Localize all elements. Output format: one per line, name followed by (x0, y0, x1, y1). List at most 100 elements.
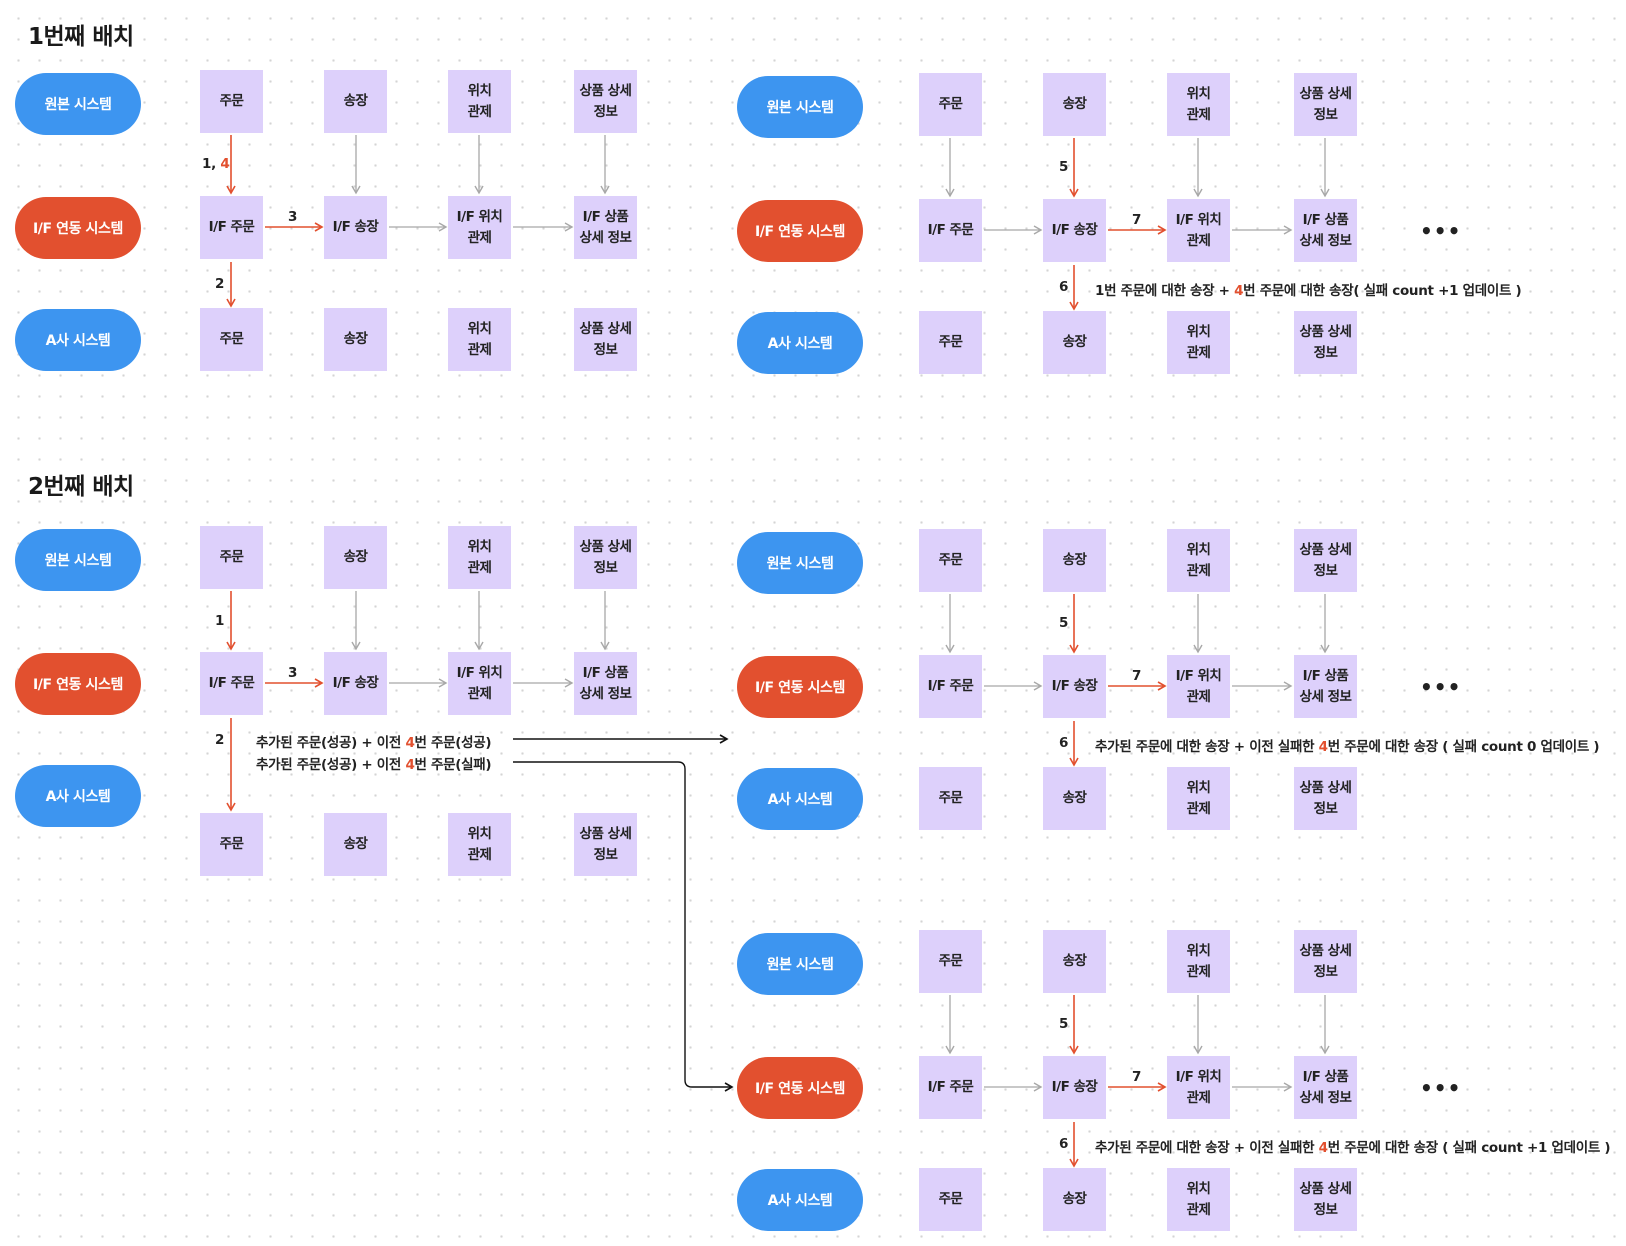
note-text: 번 주문에 대한 송장 ( 실패 count 0 업데이트 ) (1327, 739, 1600, 755)
interface-system-pill: I/F 연동 시스템 (15, 197, 141, 259)
step-label-5: 5 (1059, 615, 1069, 631)
note-text: 추가된 주문에 대한 송장 + 이전 실패한 (1095, 739, 1319, 755)
a-invoice-box: 송장 (1043, 311, 1106, 374)
success-note: 추가된 주문에 대한 송장 + 이전 실패한 4번 주문에 대한 송장 ( 실패… (1095, 735, 1600, 755)
interface-system-pill: I/F 연동 시스템 (737, 1057, 863, 1119)
a-product-box: 상품 상세 정보 (574, 308, 637, 371)
origin-invoice-box: 송장 (324, 526, 387, 589)
step-label-3: 3 (288, 209, 298, 225)
if-invoice-box: I/F 송장 (1043, 1056, 1106, 1119)
origin-invoice-box: 송장 (1043, 73, 1106, 136)
if-product-box: I/F 상품 상세 정보 (1294, 655, 1357, 718)
a-company-system-pill: A사 시스템 (737, 768, 863, 830)
note-highlight: 4 (1318, 1140, 1328, 1156)
interface-system-pill: I/F 연동 시스템 (737, 656, 863, 718)
a-product-box: 상품 상세 정보 (574, 813, 637, 876)
if-location-box: I/F 위치 관제 (1167, 199, 1230, 262)
a-company-system-pill: A사 시스템 (15, 309, 141, 371)
if-invoice-box: I/F 송장 (1043, 655, 1106, 718)
a-company-system-pill: A사 시스템 (15, 765, 141, 827)
a-location-box: 위치 관제 (448, 308, 511, 371)
a-location-box: 위치 관제 (448, 813, 511, 876)
a-order-box: 주문 (200, 308, 263, 371)
note-text: 추가된 주문(성공) + 이전 (256, 735, 406, 751)
if-location-box: I/F 위치 관제 (448, 652, 511, 715)
origin-product-box: 상품 상세 정보 (574, 70, 637, 133)
note-text: 추가된 주문에 대한 송장 + 이전 실패한 (1095, 1140, 1319, 1156)
interface-system-pill: I/F 연동 시스템 (737, 200, 863, 262)
origin-order-box: 주문 (200, 70, 263, 133)
if-location-box: I/F 위치 관제 (1167, 1056, 1230, 1119)
a-company-system-pill: A사 시스템 (737, 312, 863, 374)
note-text: 번 주문에 대한 송장 ( 실패 count +1 업데이트 ) (1327, 1140, 1611, 1156)
a-location-box: 위치 관제 (1167, 1168, 1230, 1231)
step-label-7: 7 (1132, 212, 1142, 228)
note-text: 1번 주문에 대한 송장 + (1095, 283, 1235, 299)
if-location-box: I/F 위치 관제 (1167, 655, 1230, 718)
more-ellipsis: ••• (1420, 219, 1462, 243)
a-product-box: 상품 상세 정보 (1294, 1168, 1357, 1231)
if-product-box: I/F 상품 상세 정보 (574, 196, 637, 259)
note-highlight: 4 (405, 757, 415, 773)
origin-system-pill: 원본 시스템 (15, 73, 141, 135)
step-label-2: 2 (215, 732, 225, 748)
if-order-box: I/F 주문 (200, 652, 263, 715)
origin-order-box: 주문 (919, 930, 982, 993)
origin-location-box: 위치 관제 (1167, 930, 1230, 993)
origin-product-box: 상품 상세 정보 (574, 526, 637, 589)
a-invoice-box: 송장 (324, 813, 387, 876)
origin-system-pill: 원본 시스템 (15, 529, 141, 591)
a-product-box: 상품 상세 정보 (1294, 311, 1357, 374)
step-label-5: 5 (1059, 1016, 1069, 1032)
step-label-6: 6 (1059, 1136, 1069, 1152)
note-text: 번 주문에 대한 송장( 실패 count +1 업데이트 ) (1243, 283, 1522, 299)
fail-note: 추가된 주문에 대한 송장 + 이전 실패한 4번 주문에 대한 송장 ( 실패… (1095, 1136, 1611, 1156)
a-product-box: 상품 상세 정보 (1294, 767, 1357, 830)
step-label-5: 5 (1059, 159, 1069, 175)
arrow-fail-branch (513, 761, 734, 1092)
step-label-6: 6 (1059, 735, 1069, 751)
a-location-box: 위치 관제 (1167, 767, 1230, 830)
a-location-box: 위치 관제 (1167, 311, 1230, 374)
origin-system-pill: 원본 시스템 (737, 532, 863, 594)
step-label-7: 7 (1132, 1069, 1142, 1085)
more-ellipsis: ••• (1420, 675, 1462, 699)
a-invoice-box: 송장 (324, 308, 387, 371)
if-order-box: I/F 주문 (919, 1056, 982, 1119)
origin-order-box: 주문 (919, 73, 982, 136)
a-company-system-pill: A사 시스템 (737, 1169, 863, 1231)
interface-system-pill: I/F 연동 시스템 (15, 653, 141, 715)
a-order-box: 주문 (200, 813, 263, 876)
origin-invoice-box: 송장 (1043, 529, 1106, 592)
step-1-text: 1, (202, 156, 221, 172)
batch1-note: 1번 주문에 대한 송장 + 4번 주문에 대한 송장( 실패 count +1… (1095, 279, 1522, 299)
origin-system-pill: 원본 시스템 (737, 933, 863, 995)
a-order-box: 주문 (919, 1168, 982, 1231)
step-4-highlight: 4 (220, 156, 230, 172)
fail-branch-label: 추가된 주문(성공) + 이전 4번 주문(실패) (256, 753, 492, 773)
a-invoice-box: 송장 (1043, 1168, 1106, 1231)
if-order-box: I/F 주문 (919, 655, 982, 718)
a-order-box: 주문 (919, 311, 982, 374)
origin-invoice-box: 송장 (324, 70, 387, 133)
step-label-6: 6 (1059, 279, 1069, 295)
if-product-box: I/F 상품 상세 정보 (1294, 1056, 1357, 1119)
batch1-title: 1번째 배치 (28, 24, 134, 50)
a-invoice-box: 송장 (1043, 767, 1106, 830)
note-highlight: 4 (405, 735, 415, 751)
if-invoice-box: I/F 송장 (324, 196, 387, 259)
origin-product-box: 상품 상세 정보 (1294, 73, 1357, 136)
step-label-3: 3 (288, 665, 298, 681)
origin-location-box: 위치 관제 (448, 526, 511, 589)
origin-location-box: 위치 관제 (1167, 529, 1230, 592)
batch2-title: 2번째 배치 (28, 474, 134, 500)
origin-order-box: 주문 (919, 529, 982, 592)
origin-system-pill: 원본 시스템 (737, 76, 863, 138)
note-highlight: 4 (1318, 739, 1328, 755)
note-text: 추가된 주문(성공) + 이전 (256, 757, 406, 773)
if-location-box: I/F 위치 관제 (448, 196, 511, 259)
more-ellipsis: ••• (1420, 1076, 1462, 1100)
origin-location-box: 위치 관제 (1167, 73, 1230, 136)
step-label-1-4: 1, 4 (202, 156, 230, 172)
if-order-box: I/F 주문 (919, 199, 982, 262)
